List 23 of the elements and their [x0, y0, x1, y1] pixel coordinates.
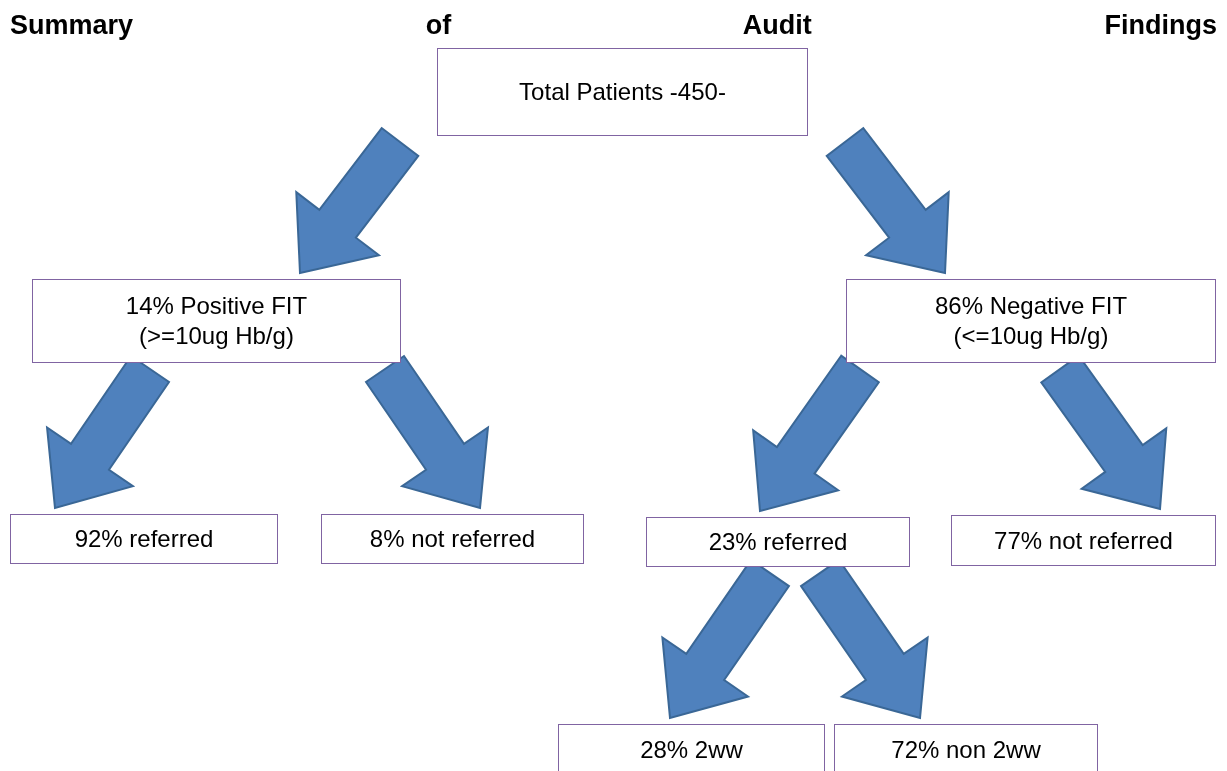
- node-label: 8% not referred: [369, 524, 536, 554]
- node-label: 86% Negative FIT (<=10ug Hb/g): [933, 291, 1129, 351]
- title: Summary of Audit Findings: [10, 9, 1217, 42]
- process-box: [646, 517, 910, 567]
- node-label: 14% Positive FIT (>=10ug Hb/g): [124, 291, 309, 351]
- process-box: [846, 279, 1216, 363]
- node-label: 72% non 2ww: [891, 735, 1041, 765]
- node-label: 92% referred: [74, 524, 214, 554]
- process-box: [437, 48, 808, 136]
- block-arrow: [364, 354, 490, 510]
- node-label: 23% referred: [708, 527, 848, 557]
- node-label: 28% 2ww: [640, 735, 743, 765]
- process-box: [321, 514, 584, 564]
- block-arrow: [825, 126, 950, 275]
- process-box: [834, 724, 1098, 771]
- process-box: [558, 724, 825, 771]
- process-box: [10, 514, 278, 564]
- process-box: [32, 279, 401, 363]
- block-arrow: [295, 126, 420, 275]
- node-label: Total Patients -450-: [519, 77, 726, 107]
- node-label: 77% not referred: [994, 525, 1173, 556]
- block-arrow: [752, 354, 881, 513]
- process-box: [951, 515, 1216, 566]
